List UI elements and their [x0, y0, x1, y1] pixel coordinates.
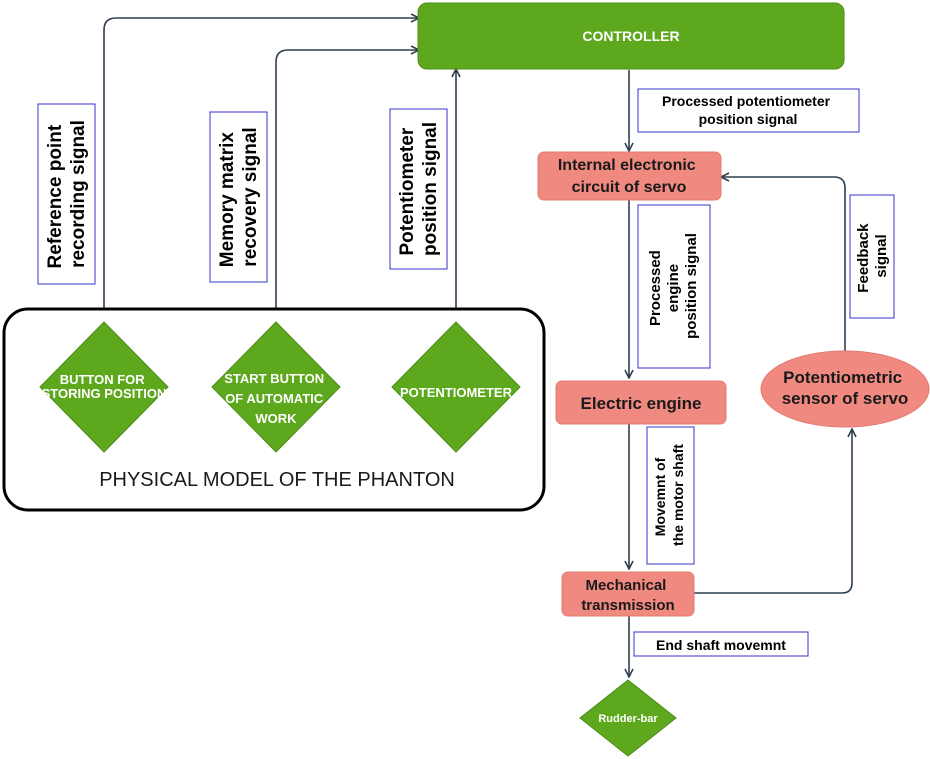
potentiometer-label: POTENTIOMETER	[400, 385, 513, 400]
store-position-button-diamond	[39, 321, 169, 453]
mechanical-transmission-box	[561, 571, 695, 617]
end-shaft-label: End shaft movemnt	[656, 637, 786, 653]
potentiometer-signal-label-box	[389, 108, 448, 270]
electric-engine-box	[555, 380, 727, 425]
reference-signal-line: Reference point	[45, 124, 66, 268]
processed-engine-label: Processed engine position signal	[647, 233, 700, 339]
processed-engine-line: engine	[665, 264, 682, 312]
potentiometric-sensor-label: Potentiometric sensor of servo	[782, 368, 909, 408]
potentiometer-signal-line: position signal	[420, 122, 441, 256]
potentiometer-signal-label: Potentiometer position signal	[397, 122, 441, 256]
processed-engine-line: position signal	[683, 233, 700, 339]
processed-engine-label-box	[637, 204, 711, 369]
motor-shaft-label: Movemnt of the motor shaft	[652, 444, 686, 546]
reference-signal-line: recording signal	[68, 120, 89, 268]
end-shaft-label-box	[633, 631, 809, 657]
processed-pot-label: Processed potentiometer position signal	[662, 93, 834, 127]
motor-shaft-line: the motor shaft	[670, 444, 686, 546]
internal-circuit-box	[537, 151, 722, 201]
processed-pot-label-box	[637, 88, 860, 133]
connectors	[103, 18, 852, 676]
start-automatic-button-label: START BUTTON OF AUTOMATIC WORK	[224, 371, 328, 426]
rudder-bar-diamond	[579, 679, 677, 757]
physical-model-title: PHYSICAL MODEL OF THE PHANTON	[99, 469, 455, 491]
arrow-sensor-to-circuit	[722, 177, 846, 352]
motor-shaft-line: Movemnt of	[652, 457, 668, 536]
memory-signal-label-box	[209, 111, 268, 283]
processed-pot-line: Processed potentiometer	[662, 93, 831, 109]
store-position-label-line: BUTTON FOR	[60, 372, 146, 387]
start-automatic-label-line: START BUTTON	[224, 371, 324, 386]
store-position-label-line: STORING POSITION	[42, 386, 167, 401]
memory-signal-line: Memory matrix	[217, 132, 238, 268]
arrow-start-button-to-controller	[275, 50, 418, 322]
arrow-store-button-to-controller	[103, 18, 418, 322]
reference-signal-label-box	[37, 103, 96, 285]
electric-engine-label: Electric engine	[581, 394, 702, 413]
processed-engine-line: Processed	[647, 250, 664, 326]
reference-signal-label: Reference point recording signal	[45, 120, 89, 269]
memory-signal-line: recovery signal	[240, 127, 261, 266]
arrow-transmission-to-sensor	[694, 430, 852, 594]
start-automatic-label-line: OF AUTOMATIC	[225, 391, 324, 406]
transmission-line: transmission	[581, 597, 674, 614]
store-position-button-label: BUTTON FOR STORING POSITION	[42, 372, 167, 401]
potentiometer-signal-line: Potentiometer	[397, 127, 418, 255]
feedback-line: Feedback	[855, 223, 872, 293]
potentiometric-sensor-ellipse	[760, 350, 930, 428]
feedback-line: signal	[873, 234, 890, 277]
processed-pot-line: position signal	[699, 111, 798, 127]
potentiometer-diamond	[391, 321, 521, 453]
motor-shaft-label-box	[646, 426, 695, 565]
internal-circuit-line: Internal electronic	[558, 157, 696, 174]
transmission-line: Mechanical	[585, 577, 666, 594]
start-automatic-button-diamond	[211, 321, 341, 453]
controller-box	[417, 2, 845, 70]
mechanical-transmission-label: Mechanical transmission	[581, 577, 674, 614]
controller-label: CONTROLLER	[582, 28, 679, 44]
internal-circuit-label: Internal electronic circuit of servo	[558, 157, 700, 196]
start-automatic-label-line: WORK	[255, 411, 297, 426]
sensor-line: sensor of servo	[782, 389, 909, 408]
sensor-line: Potentiometric	[783, 368, 902, 387]
feedback-label-box	[849, 194, 895, 319]
internal-circuit-line: circuit of servo	[572, 179, 687, 196]
memory-signal-label: Memory matrix recovery signal	[217, 127, 261, 267]
rudder-bar-label: Rudder-bar	[598, 713, 658, 725]
feedback-label: Feedback signal	[855, 219, 890, 292]
